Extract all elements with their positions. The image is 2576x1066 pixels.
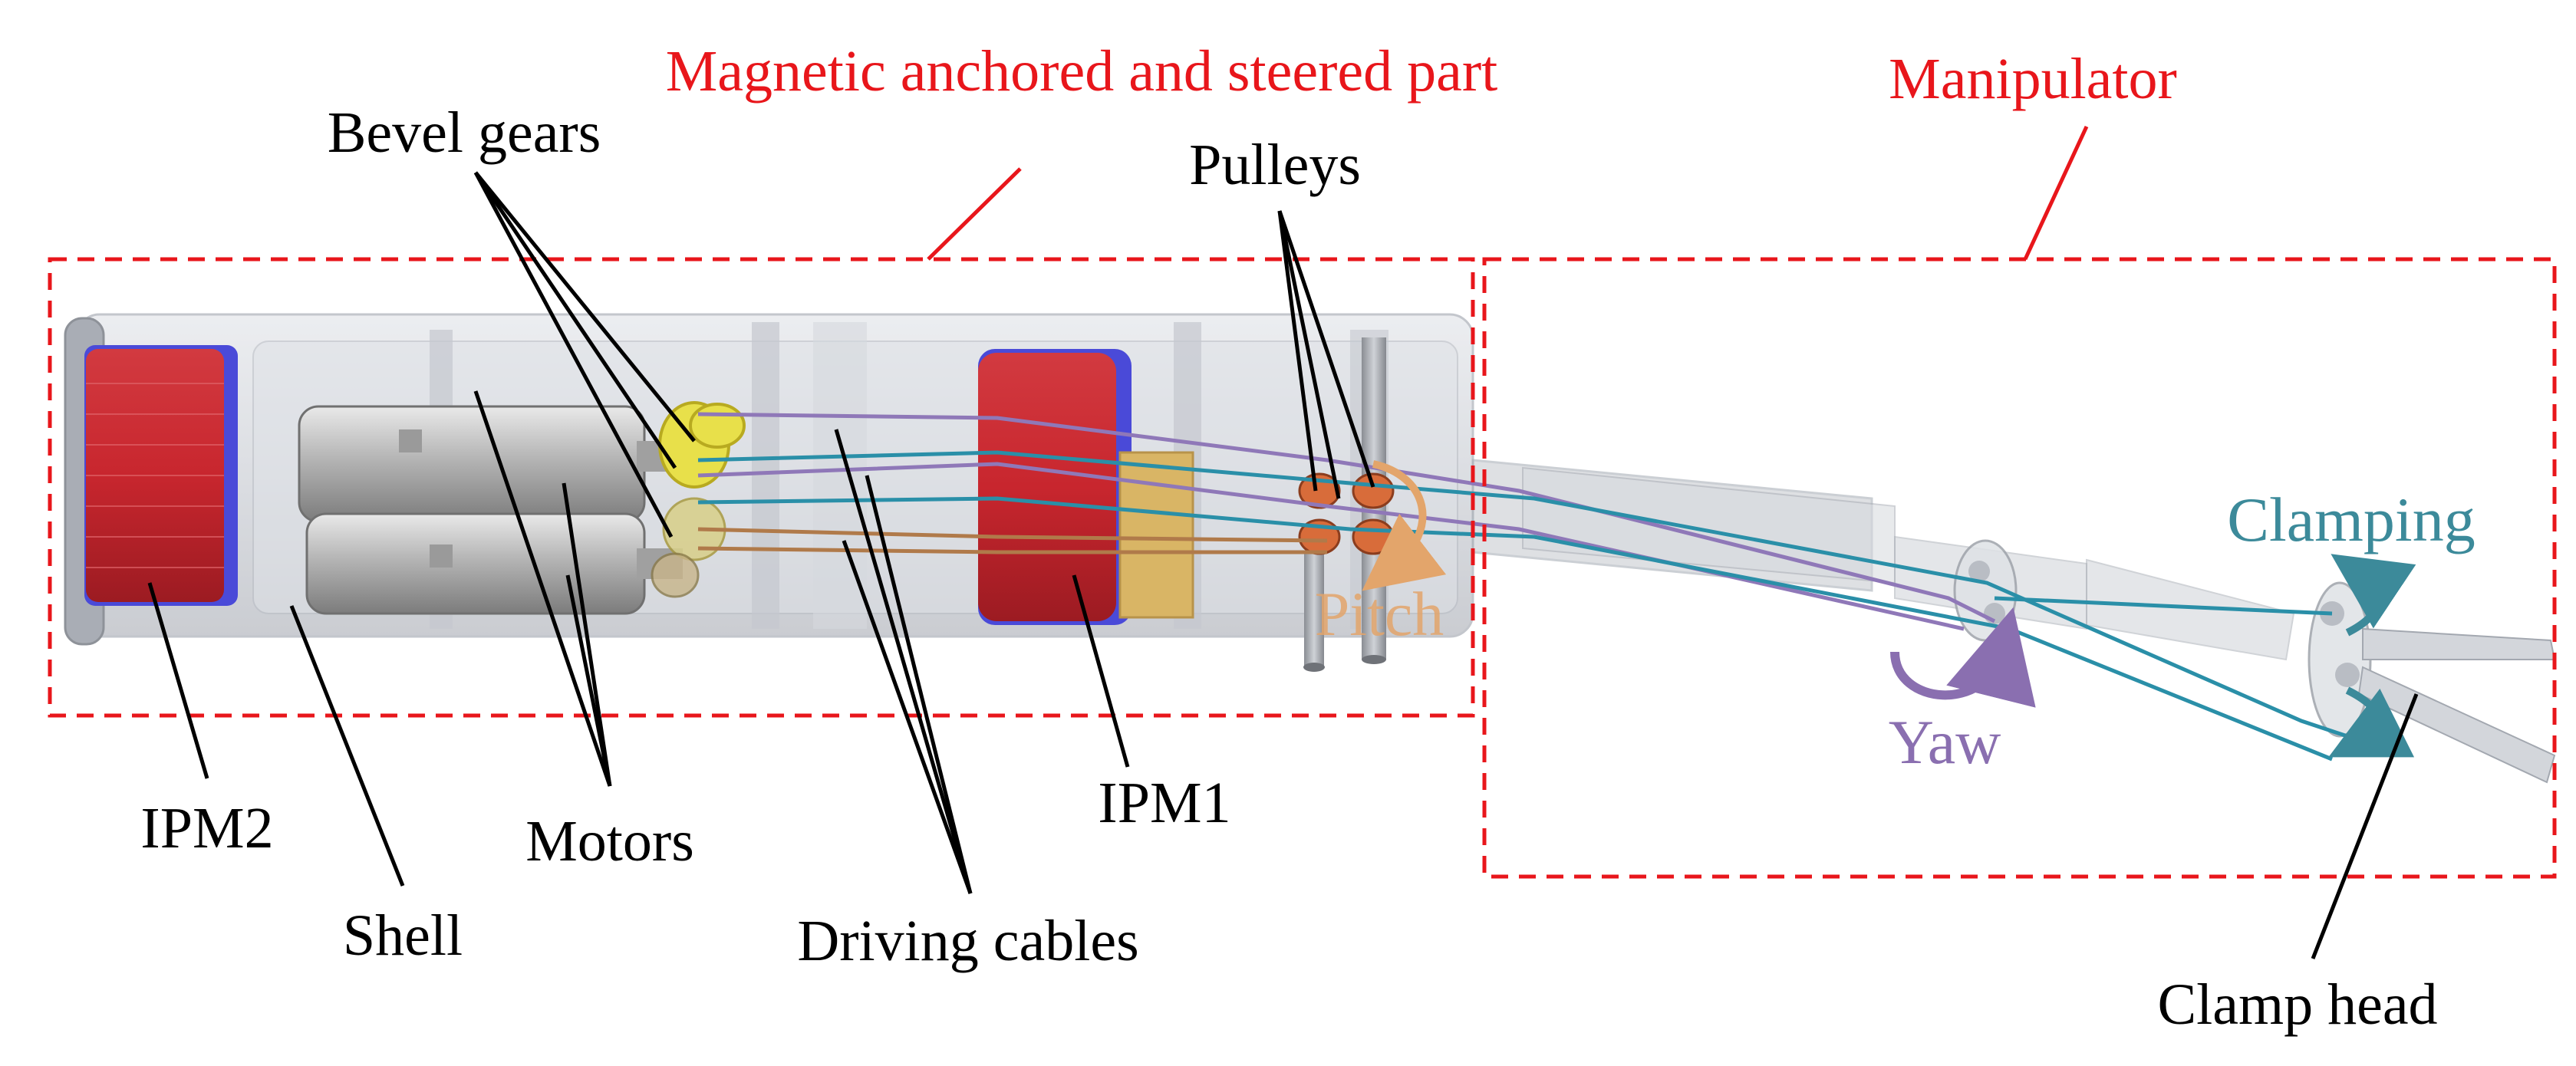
yaw-label: Yaw	[1889, 707, 2001, 777]
ipm1-label: IPM1	[1098, 771, 1230, 835]
pitch-label: Pitch	[1315, 579, 1444, 649]
manipulator-box	[1482, 257, 2557, 879]
pulleys-label: Pulleys	[1189, 133, 1361, 197]
magnetic-part-leader	[927, 167, 1022, 261]
shell-label: Shell	[343, 903, 463, 968]
manipulator-label: Manipulator	[1889, 47, 2177, 111]
leader-lines	[147, 171, 2419, 959]
clamping-arrows	[2328, 554, 2416, 758]
bevel-gears-label: Bevel gears	[328, 100, 601, 165]
ipm2-label: IPM2	[140, 796, 273, 860]
yaw-arrow	[1890, 607, 2036, 708]
driving-cables-label: Driving cables	[797, 909, 1138, 973]
clamp-head-label: Clamp head	[2157, 972, 2437, 1037]
motors-label: Motors	[525, 809, 694, 874]
manipulator-leader	[2023, 125, 2089, 261]
clamping-label: Clamping	[2227, 485, 2475, 554]
pitch-arrow	[1362, 460, 1447, 591]
ipm2-magnet	[64, 317, 238, 646]
motors-assembly	[298, 405, 683, 615]
magnetic-part-label: Magnetic anchored and steered part	[666, 39, 1498, 104]
